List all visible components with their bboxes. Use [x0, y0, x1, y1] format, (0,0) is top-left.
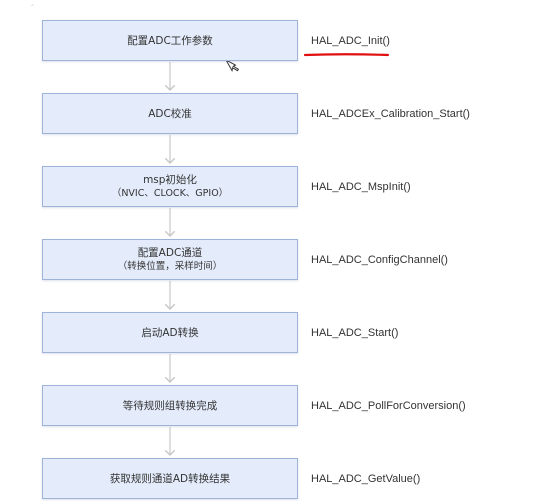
function-name-label: HAL_ADC_ConfigChannel() — [311, 254, 448, 266]
flow-step-sublabel: （转换位置，采样时间） — [117, 261, 223, 272]
function-name-label: HAL_ADC_PollForConversion() — [311, 400, 466, 412]
function-name-label: HAL_ADC_MspInit() — [311, 181, 411, 193]
flow-step-box: 启动AD转换 — [42, 312, 298, 353]
flow-step-label: 获取规则通道AD转换结果 — [109, 472, 231, 485]
function-name-label: HAL_ADCEx_Calibration_Start() — [311, 108, 470, 120]
flow-step-label: 配置ADC通道 — [137, 247, 203, 259]
flow-step-label: ADC校准 — [148, 107, 192, 120]
flow-step-label: msp初始化 — [143, 174, 197, 186]
flow-step-label: 配置ADC工作参数 — [127, 34, 213, 47]
flow-step-label: 启动AD转换 — [141, 326, 199, 339]
mouse-pointer-icon — [224, 58, 239, 73]
flow-step-box: 等待规则组转换完成 — [42, 385, 298, 426]
flow-step-box: 获取规则通道AD转换结果 — [42, 458, 298, 499]
flow-step-label: 等待规则组转换完成 — [122, 399, 218, 412]
function-name-label: HAL_ADC_GetValue() — [311, 473, 421, 485]
flow-step-box: ADC校准 — [42, 93, 298, 134]
flow-step-box: msp初始化 （NVIC、CLOCK、GPIO） — [42, 166, 298, 207]
flow-step-box: 配置ADC工作参数 — [42, 20, 298, 61]
flow-step-sublabel: （NVIC、CLOCK、GPIO） — [111, 188, 229, 199]
annotation-underline-function — [303, 53, 390, 57]
corner-mark: ⌃ — [30, 4, 36, 11]
function-name-label: HAL_ADC_Start() — [311, 327, 399, 339]
function-name-label: HAL_ADC_Init() — [311, 35, 390, 47]
flow-step-box: 配置ADC通道 （转换位置，采样时间） — [42, 239, 298, 280]
